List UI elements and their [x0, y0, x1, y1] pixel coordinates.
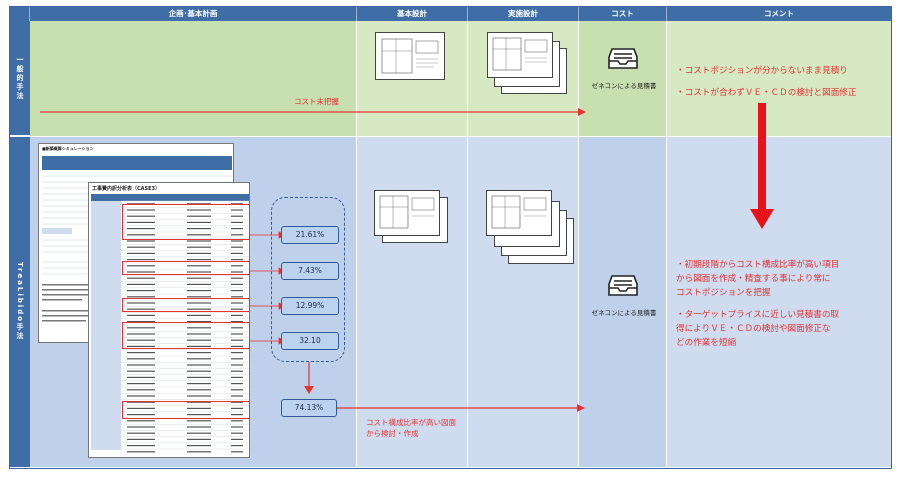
floor-plan-sketch — [492, 37, 548, 71]
trealibido-comment-3: コストポジションを把握 — [676, 288, 771, 298]
general-detail-drawing-1 — [487, 32, 553, 78]
general-comment-2: ・コストが合わずＶＥ・ＣＤの検討と図面修正 — [676, 88, 857, 98]
highlight-box-5 — [122, 401, 250, 419]
trealibido-detail-cell — [468, 137, 579, 467]
highlight-box-2 — [122, 261, 250, 275]
floor-plan-sketch — [379, 195, 435, 229]
red-note-line-1: コスト構成比率が高い図面 — [366, 418, 456, 427]
total-down-arrow — [304, 362, 314, 394]
trealibido-cost-cell — [579, 137, 667, 467]
general-comment-1: ・コストポジションが分からないまま見積り — [676, 66, 848, 76]
cost-breakdown-sheet: 工事費内訳分析表（CASE3） — [88, 182, 250, 458]
general-estimate-tray-icon — [608, 48, 638, 69]
row-label-general: 一般的手法 — [10, 21, 30, 136]
ratio-group-outline — [271, 197, 345, 362]
row-label-general-text: 一般的手法 — [16, 55, 24, 101]
floor-plan-sketch — [491, 195, 547, 229]
trealibido-comment-5: 得によりＶＥ・ＣＤの検討や図面修正な — [676, 324, 831, 334]
general-comment-cell — [667, 21, 891, 136]
trealibido-estimate-tray-icon — [608, 275, 638, 296]
trealibido-comment-2: から図面を作成・精査する事により常に — [676, 274, 831, 284]
highlight-box-3 — [122, 298, 250, 312]
trealibido-detail-drawing-1 — [486, 190, 552, 236]
trealibido-basic-drawing-1 — [374, 190, 440, 236]
simulation-sheet-title: ■新築概算シミュレーション — [42, 146, 94, 151]
cost-breakdown-table-sketch — [91, 194, 249, 453]
highlight-box-1 — [122, 204, 250, 240]
trealibido-estimate-label: ゼネコンによる見積書 — [591, 309, 657, 317]
highlight-box-4 — [122, 322, 250, 349]
header-detail-design: 実施設計 — [468, 7, 579, 21]
big-down-arrow — [750, 103, 774, 229]
trealibido-comment-1: ・初期段階からコスト構成比率が高い項目 — [676, 260, 840, 270]
cost-breakdown-title: 工事費内訳分析表（CASE3） — [92, 186, 161, 192]
general-planning-cell — [30, 21, 357, 136]
general-cost-cell — [579, 21, 667, 136]
ratio-box-3: 12.99% — [281, 297, 339, 315]
header-corner — [10, 7, 30, 21]
general-cost-unknown-arrow — [40, 108, 586, 116]
general-basic-drawing — [375, 32, 445, 80]
trealibido-comment-6: どの作業を短縮 — [676, 338, 737, 348]
ratio-box-4: 32.10 — [281, 332, 339, 350]
trealibido-comment-4: ・ターゲットプライスに近しい見積書の取 — [676, 310, 840, 320]
row-label-trealibido: TreaLibido手法 — [10, 137, 30, 467]
total-ratio-box: 74.13% — [281, 399, 337, 417]
header-basic-design: 基本設計 — [357, 7, 468, 21]
general-arrow-label: コスト未把握 — [294, 97, 339, 106]
row-label-trealibido-text: TreaLibido手法 — [16, 262, 24, 342]
general-estimate-label: ゼネコンによる見積書 — [591, 82, 657, 90]
floor-plan-sketch — [381, 38, 439, 74]
header-comment: コメント — [667, 7, 891, 21]
ratio-box-1: 21.61% — [281, 226, 339, 244]
ratio-box-2: 7.43% — [281, 262, 339, 280]
header-planning: 企画･基本計画 — [30, 7, 357, 21]
red-note-line-2: から検討・作成 — [366, 429, 419, 438]
header-cost: コスト — [579, 7, 667, 21]
trealibido-comment-cell — [667, 137, 891, 467]
total-to-drawings-arrow — [337, 404, 585, 412]
